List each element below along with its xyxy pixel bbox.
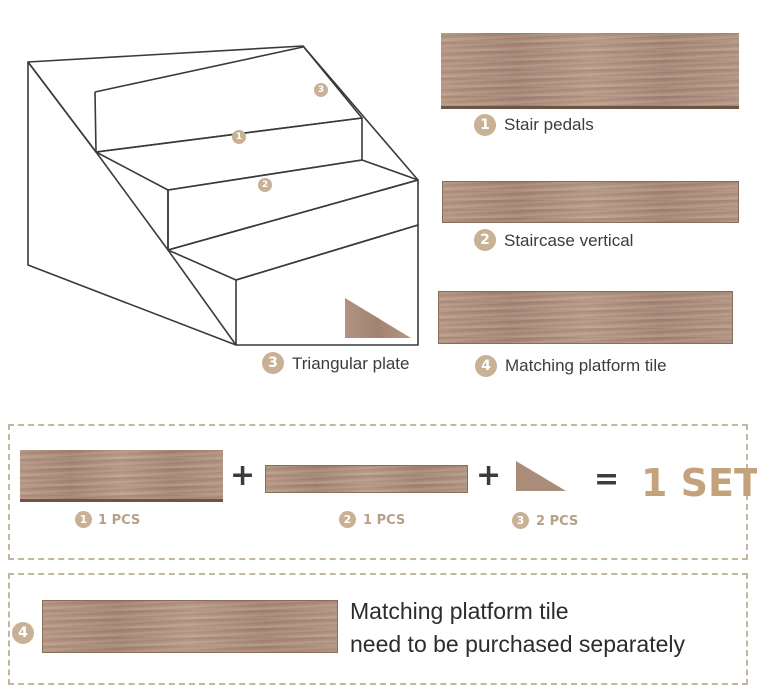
plus-sign-2: +: [476, 458, 502, 493]
part-badge-3: 3: [262, 352, 284, 374]
qty-badge-3: 3: [512, 512, 529, 529]
platform-note-plank: [42, 600, 338, 653]
qty-label-3: 2 PCS: [536, 514, 579, 529]
platform-note-line1: Matching platform tile: [350, 598, 569, 624]
platform-note-line2: need to be purchased separately: [350, 631, 686, 657]
part-badge-2: 2: [474, 229, 496, 251]
platform-tile-plank: [438, 291, 733, 344]
platform-badge-4: 4: [12, 622, 34, 644]
part-label-1: Stair pedals: [504, 115, 594, 134]
triangular-plate: [345, 298, 411, 338]
set-result: 1 SET: [641, 461, 757, 505]
qty-badge-1: 1: [75, 511, 92, 528]
qty-label-1: 1 PCS: [98, 513, 141, 528]
diagram-marker-3: 3: [314, 83, 328, 97]
set-triangle: [516, 461, 566, 491]
platform-note-box: [8, 573, 748, 685]
staircase-vertical-plank: [442, 181, 739, 223]
equals-sign: =: [594, 462, 620, 497]
part-label-3: Triangular plate: [292, 354, 410, 373]
set-plank-1: [20, 450, 223, 502]
part-badge-4: 4: [475, 355, 497, 377]
diagram-marker-2: 2: [258, 178, 272, 192]
part-label-4: Matching platform tile: [505, 356, 667, 375]
stair-pedal-plank: [441, 33, 739, 109]
staircase-diagram: [27, 45, 419, 346]
diagram-marker-1: 1: [232, 130, 246, 144]
part-label-2: Staircase vertical: [504, 231, 634, 250]
plus-sign-1: +: [230, 458, 256, 493]
qty-label-2: 1 PCS: [363, 513, 406, 528]
set-plank-2: [265, 465, 468, 493]
qty-badge-2: 2: [339, 511, 356, 528]
set-equation-box: [8, 424, 748, 560]
part-badge-1: 1: [474, 114, 496, 136]
